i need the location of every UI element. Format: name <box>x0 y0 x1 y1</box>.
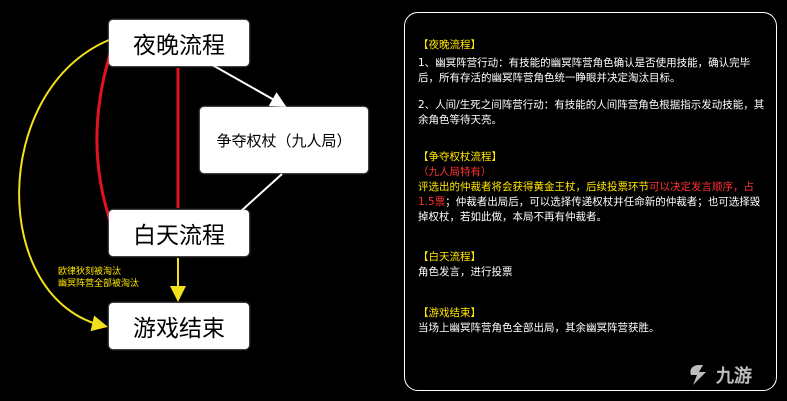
end-section-body: 当场上幽冥阵营角色全部出局，其余幽冥阵营获胜。 <box>418 322 660 334</box>
end-section: 【游戏结束】 当场上幽冥阵营角色全部出局，其余幽冥阵营获胜。 <box>418 306 768 336</box>
struggle-section-body: 评选出的仲裁者将会获得黄金王杖，后续投票环节可以决定发言顺序，占1.5票；仲裁者… <box>418 180 768 225</box>
struggle-section: 【争夺权杖流程】 （九人局特有） 评选出的仲裁者将会获得黄金王杖，后续投票环节可… <box>418 150 768 225</box>
game-end-node: 游戏结束 <box>109 303 249 349</box>
struggle-to-day-arrow <box>239 173 283 213</box>
night-step-1: 1、幽冥阵营行动：有技能的幽冥阵营角色确认是否使用技能，确认完毕后，所有存活的幽… <box>418 57 751 84</box>
day-flow-node: 白天流程 <box>109 210 249 256</box>
struggle-section-subtitle: （九人局特有） <box>418 166 492 178</box>
night-step-2: 2、人间/生死之间阵营行动：有技能的人间阵营角色根据指示发动技能，其余角色等待天… <box>418 99 765 126</box>
struggle-body-part-a: 评选出的仲裁者将会获得黄金王杖，后续投票环节 <box>418 181 649 193</box>
day-section-body: 角色发言，进行投票 <box>418 266 513 278</box>
end-condition-line-1: 欧律狄刻被淘汰 <box>58 267 122 277</box>
day-section: 【白天流程】 角色发言，进行投票 <box>418 250 768 280</box>
struggle-body-part-b: 可以决定发言顺序，占1.5票 <box>418 181 754 208</box>
night-to-end-arrow <box>18 39 110 332</box>
watermark-text: 九游 <box>716 366 752 387</box>
night-section: 【夜晚流程】 1、幽冥阵营行动：有技能的幽冥阵营角色确认是否使用技能，确认完毕后… <box>418 38 768 128</box>
scepter-struggle-node: 争夺权杖（九人局） <box>200 107 368 173</box>
end-section-title: 【游戏结束】 <box>418 307 481 319</box>
jiuyou-logo-icon <box>690 365 706 385</box>
night-flow-node: 夜晚流程 <box>109 20 249 66</box>
end-condition-line-2: 幽冥阵营全部被淘汰 <box>58 279 140 289</box>
night-section-title: 【夜晚流程】 <box>418 39 481 51</box>
night-day-loop-left <box>95 47 114 227</box>
struggle-body-part-c: ；仲裁者出局后，可以选择传递权杖并任命新的仲裁者；也可选择毁掉权杖，若如此做，本… <box>418 196 761 223</box>
struggle-section-title: 【争夺权杖流程】 <box>418 151 502 163</box>
end-condition-note: 欧律狄刻被淘汰 幽冥阵营全部被淘汰 <box>58 266 158 290</box>
day-section-title: 【白天流程】 <box>418 251 481 263</box>
jiuyou-watermark: 九游 <box>686 362 752 388</box>
rules-panel <box>404 12 777 391</box>
